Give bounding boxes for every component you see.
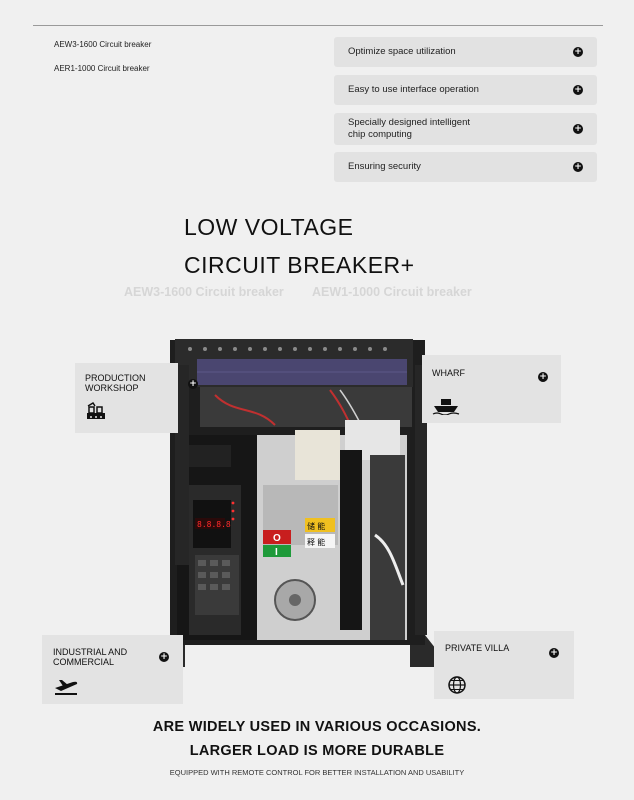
title-line-1: LOW VOLTAGE <box>184 214 354 240</box>
globe-icon <box>448 676 466 694</box>
factory-icon <box>87 401 105 419</box>
title-line-2: CIRCUIT BREAKER+ <box>184 252 415 278</box>
feature-label: Optimize space utilization <box>348 46 456 57</box>
plus-circle-icon[interactable]: + <box>573 162 583 172</box>
circuit-breaker-image: 8.8.8.8 O I 储 能 释 能 <box>145 339 450 667</box>
plus-circle-icon[interactable]: + <box>573 124 583 134</box>
model-label-aer1: AER1-1000 Circuit breaker <box>54 64 150 73</box>
feature-interface-operation[interactable]: Easy to use interface operation + <box>334 75 597 105</box>
ship-icon <box>432 399 460 415</box>
tagline-occasions: ARE WIDELY USED IN VARIOUS OCCASIONS. <box>152 719 482 735</box>
display-digits: 8.8.8.8 <box>197 520 231 529</box>
plus-circle-icon[interactable]: + <box>538 372 548 382</box>
feature-label: Specially designed intelligent chip comp… <box>348 117 470 140</box>
feature-space-utilization[interactable]: Optimize space utilization + <box>334 37 597 67</box>
app-card-production-workshop[interactable]: PRODUCTION WORKSHOP + <box>75 363 198 433</box>
button-red-symbol: O <box>273 533 281 544</box>
feature-label: Ensuring security <box>348 161 421 172</box>
status-label-released: 释 能 <box>307 537 325 547</box>
feature-security[interactable]: Ensuring security + <box>334 152 597 182</box>
model-label-aew3: AEW3-1600 Circuit breaker <box>54 40 152 49</box>
app-card-private-villa[interactable]: PRIVATE VILLA + <box>434 631 574 699</box>
card-label: PRODUCTION WORKSHOP <box>85 373 146 393</box>
plus-circle-icon[interactable]: + <box>573 47 583 57</box>
card-label: PRIVATE VILLA <box>445 643 510 653</box>
card-label: WHARF <box>432 368 465 378</box>
plus-circle-icon[interactable]: + <box>573 85 583 95</box>
top-divider <box>33 25 603 26</box>
plus-circle-icon[interactable]: + <box>549 648 559 658</box>
airplane-icon <box>55 680 78 695</box>
feature-label: Easy to use interface operation <box>348 84 479 95</box>
card-label: INDUSTRIAL AND COMMERCIAL <box>53 647 128 667</box>
plus-circle-icon[interactable]: + <box>159 652 169 662</box>
watermark-aew1: AEW1-1000 Circuit breaker <box>312 285 472 299</box>
app-card-wharf[interactable]: WHARF + <box>422 355 561 423</box>
app-card-industrial-commercial[interactable]: INDUSTRIAL AND COMMERCIAL + <box>42 635 183 704</box>
status-label-charged: 储 能 <box>307 521 325 531</box>
plus-circle-icon[interactable]: + <box>188 379 198 389</box>
tagline-remote-control: EQUIPPED WITH REMOTE CONTROL FOR BETTER … <box>169 768 465 777</box>
button-green-symbol: I <box>275 547 278 558</box>
feature-intelligent-chip[interactable]: Specially designed intelligent chip comp… <box>334 113 597 145</box>
tagline-durable: LARGER LOAD IS MORE DURABLE <box>189 743 445 759</box>
watermark-aew3: AEW3-1600 Circuit breaker <box>124 285 284 299</box>
